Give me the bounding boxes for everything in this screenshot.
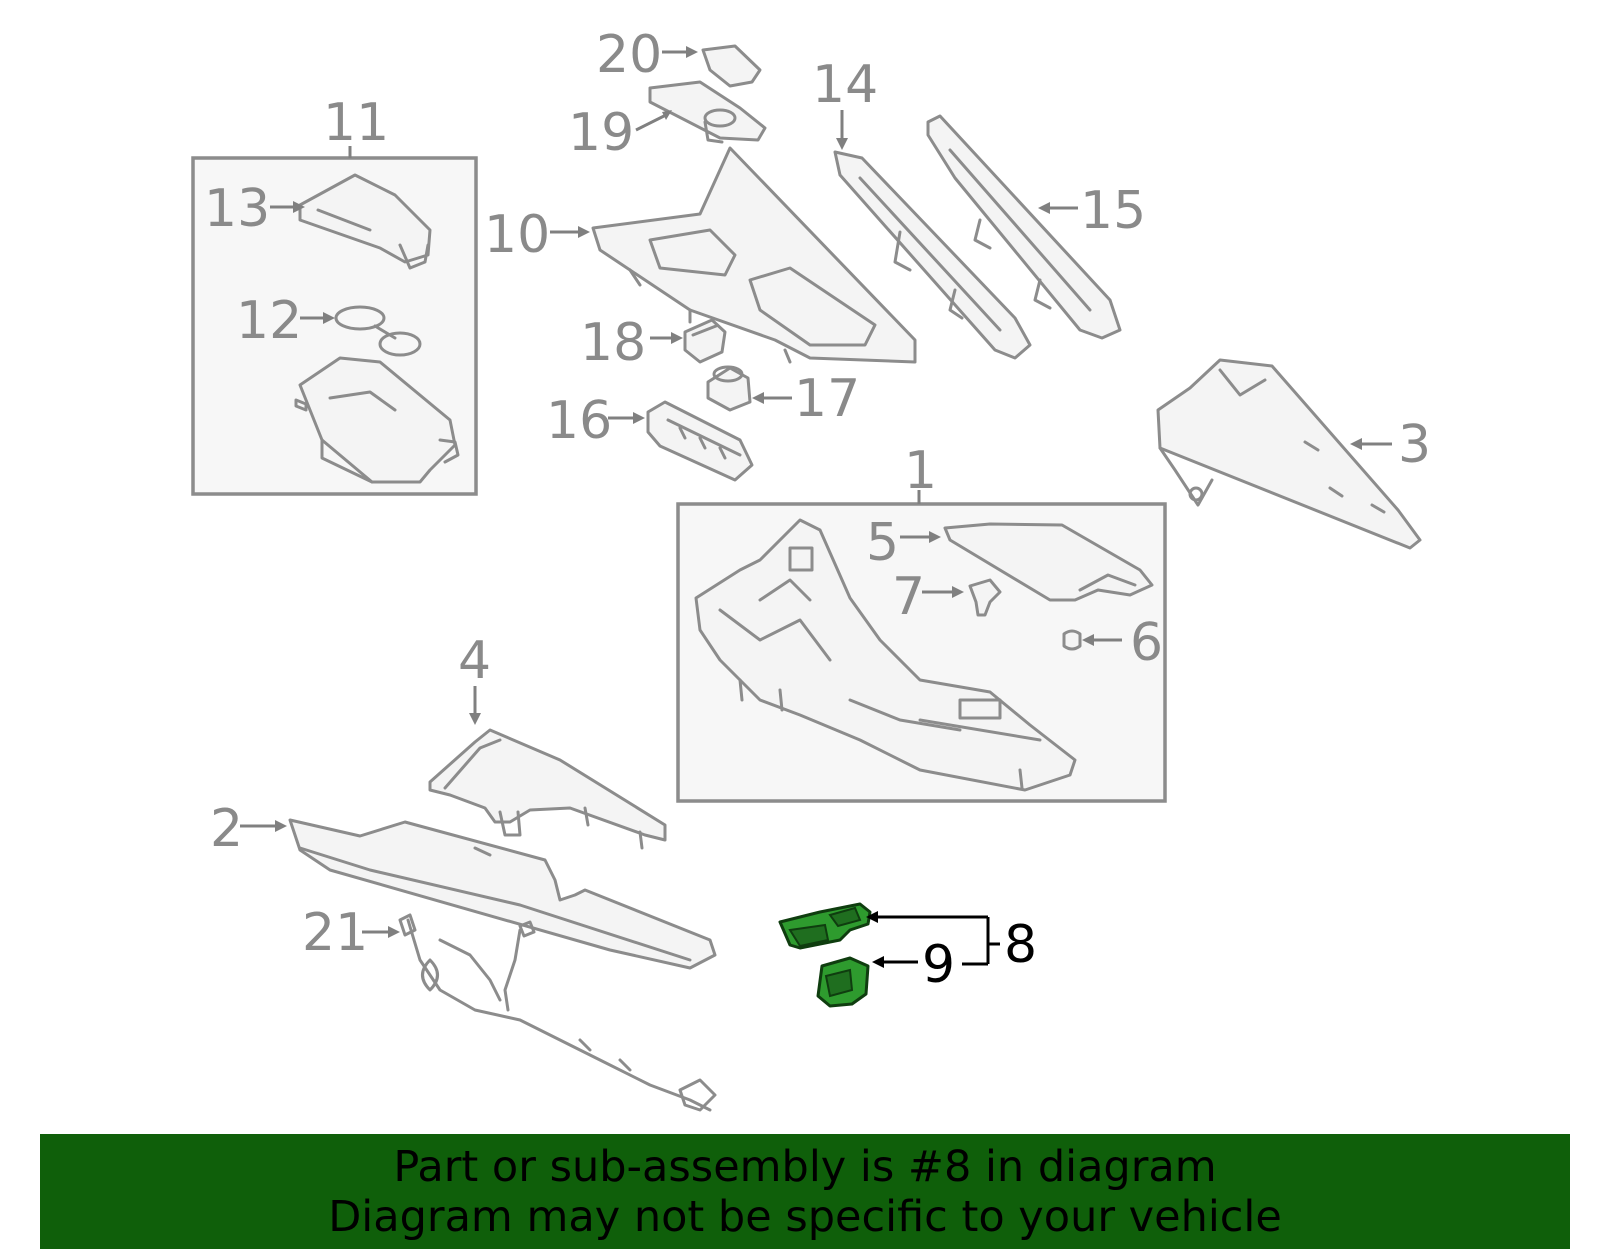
callout-6: 6 (1130, 613, 1163, 673)
part-18 (683, 318, 727, 364)
callout-11: 11 (323, 93, 389, 153)
callout-1: 1 (904, 441, 937, 501)
part-3-side-panel (1156, 358, 1422, 550)
part-13-cover (298, 173, 432, 270)
callout-15: 15 (1080, 181, 1146, 241)
callout-19: 19 (568, 103, 634, 163)
part-10-console-trim (591, 146, 917, 364)
callout-13: 13 (204, 179, 270, 239)
part-7 (968, 578, 1002, 617)
part-21-wiring-harness (398, 913, 717, 1112)
callout-10: 10 (484, 205, 550, 265)
part-20 (701, 44, 762, 88)
part-6 (1062, 629, 1082, 651)
part-16-switch-panel (646, 400, 754, 482)
part-4 (428, 728, 667, 850)
part-15 (926, 114, 1122, 340)
callout-4: 4 (458, 631, 491, 691)
callout-18: 18 (580, 313, 646, 373)
part-5-armrest-lid (943, 522, 1154, 602)
part-2-lower-trim (288, 818, 717, 970)
callout-9: 9 (922, 935, 955, 995)
callout-8: 8 (1004, 915, 1037, 975)
part-14 (833, 150, 1032, 360)
part-12-gasket (334, 305, 422, 357)
callout-14: 14 (812, 55, 878, 115)
banner-line-1: Part or sub-assembly is #8 in diagram (393, 1141, 1217, 1192)
callout-3: 3 (1398, 415, 1431, 475)
part-17 (706, 365, 752, 412)
callout-17: 17 (794, 369, 860, 429)
info-banner: Part or sub-assembly is #8 in diagram Di… (40, 1134, 1570, 1249)
callout-20: 20 (596, 25, 662, 85)
callout-7: 7 (892, 567, 925, 627)
banner-line-2: Diagram may not be specific to your vehi… (328, 1191, 1282, 1242)
callout-21: 21 (302, 903, 368, 963)
callout-12: 12 (236, 291, 302, 351)
callout-5: 5 (866, 513, 899, 573)
cup-holder (294, 356, 460, 484)
callout-2: 2 (210, 799, 243, 859)
part-8-highlighted[interactable] (778, 902, 872, 950)
part-9-highlighted[interactable] (816, 956, 870, 1008)
callout-16: 16 (546, 391, 612, 451)
console-frame (694, 518, 1077, 792)
part-19 (648, 80, 767, 144)
